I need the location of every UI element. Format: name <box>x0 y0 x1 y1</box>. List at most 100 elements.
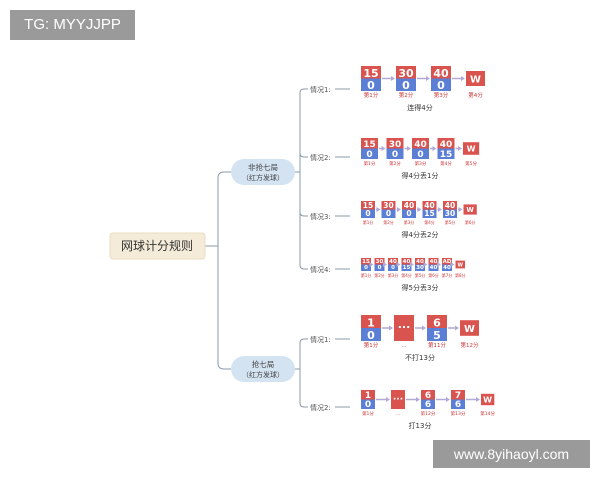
score-blue-value: 6 <box>425 400 431 410</box>
branch-title-line1: 抢七局 <box>252 359 275 369</box>
flow-arrow-head <box>397 207 401 212</box>
connector-case-elbow <box>299 338 308 344</box>
score-cell-bottom <box>391 399 405 409</box>
win-point-number: 第5分 <box>465 160 477 167</box>
connector-case-elbow <box>299 264 308 270</box>
point-number: 第4分 <box>401 272 412 278</box>
root-node-box <box>109 232 206 260</box>
point-number: 第4分 <box>440 160 452 167</box>
score-cell-top <box>431 66 451 79</box>
score-red-value: 15 <box>362 259 370 265</box>
score-blue-value: 0 <box>386 209 391 218</box>
point-number: 第2分 <box>374 272 385 278</box>
score-cell-bottom <box>437 148 455 159</box>
score-cell-bottom <box>402 209 416 218</box>
score-cell-top <box>388 258 398 265</box>
watermark-tg: TG: MYYJJPP <box>10 10 135 40</box>
score-cell: ...... <box>394 315 414 349</box>
score-cell-bottom <box>388 264 398 271</box>
case-1-3: 情况3:150第1分300第2分400第3分4015第4分4030第5分W第6分… <box>310 201 477 239</box>
score-red-value: ... <box>398 318 411 331</box>
score-cell-bottom <box>361 148 378 159</box>
win-box <box>463 142 480 155</box>
flow-arrow-head <box>461 76 465 81</box>
flow-arrow-head <box>476 397 480 402</box>
score-red-value: 6 <box>433 317 441 330</box>
score-cell-bottom <box>421 399 435 409</box>
score-blue-value: 0 <box>392 150 398 160</box>
flow-arrow-head <box>389 325 393 331</box>
flow-arrow-head <box>386 397 390 402</box>
point-number: ... <box>396 412 400 417</box>
score-red-value: 6 <box>425 391 431 401</box>
flow-arrow-head <box>458 207 463 212</box>
flow-arrow-head <box>423 262 428 267</box>
score-cell-bottom <box>361 209 375 218</box>
case-caption: 打13分 <box>409 421 432 430</box>
score-blue-value: 6 <box>455 400 461 410</box>
score-cell-top <box>361 258 371 265</box>
point-number: 第3分 <box>434 91 449 99</box>
flow-arrow-head <box>432 146 437 151</box>
score-cell-top <box>442 258 452 265</box>
root-node: 网球计分规则 <box>109 232 206 260</box>
point-number: 第2分 <box>399 91 414 99</box>
flow-arrow-head <box>381 146 386 151</box>
point-number: 第5分 <box>415 272 426 278</box>
score-cell-top <box>381 201 396 210</box>
flow-arrow-head <box>450 262 455 267</box>
win-label: W <box>464 324 475 335</box>
score-blue-value: 0 <box>366 150 372 160</box>
score-cell-top <box>427 315 447 328</box>
score-red-value: 15 <box>363 201 373 210</box>
case-label: 情况2: <box>310 403 331 412</box>
case-label: 情况4: <box>310 265 331 274</box>
score-blue-value: 0 <box>402 79 410 92</box>
score-blue-value: 0 <box>406 209 411 218</box>
score-cell-top <box>361 201 375 210</box>
point-number: 第1分 <box>363 219 374 225</box>
win-label: W <box>470 74 481 85</box>
win-point-number: 第8分 <box>455 272 466 278</box>
connector-case-elbow <box>299 152 308 158</box>
score-cell-bottom <box>451 399 465 409</box>
win-label: W <box>483 395 492 405</box>
connector-lines <box>205 88 308 408</box>
score-cell-top <box>361 66 381 79</box>
case-caption: 得4分丢1分 <box>402 171 439 180</box>
score-cell-bottom <box>361 78 381 91</box>
score-cell-bottom <box>396 78 416 91</box>
flow-arrow-head <box>369 262 374 267</box>
score-blue-value: 15 <box>440 150 453 160</box>
score-cell-top <box>422 201 437 210</box>
score-blue-value: 15 <box>424 209 434 218</box>
score-cell-bottom <box>361 399 375 409</box>
connector-root-branch-1 <box>205 171 231 247</box>
win-point-number: 第14分 <box>480 410 495 417</box>
score-blue-value: 0 <box>365 400 371 410</box>
score-cell-top <box>412 138 429 149</box>
score-blue-value: 5 <box>433 329 441 342</box>
flow-arrow-head <box>407 146 411 151</box>
flow-arrow-head <box>396 262 401 267</box>
score-cell-bottom <box>374 264 385 271</box>
flow-arrow-head <box>426 76 430 81</box>
score-blue-value: 30 <box>416 265 424 271</box>
score-cell-top <box>421 390 435 400</box>
score-red-value: 40 <box>424 201 434 210</box>
point-number: 第12分 <box>421 410 436 417</box>
point-number: 第1分 <box>361 272 372 278</box>
